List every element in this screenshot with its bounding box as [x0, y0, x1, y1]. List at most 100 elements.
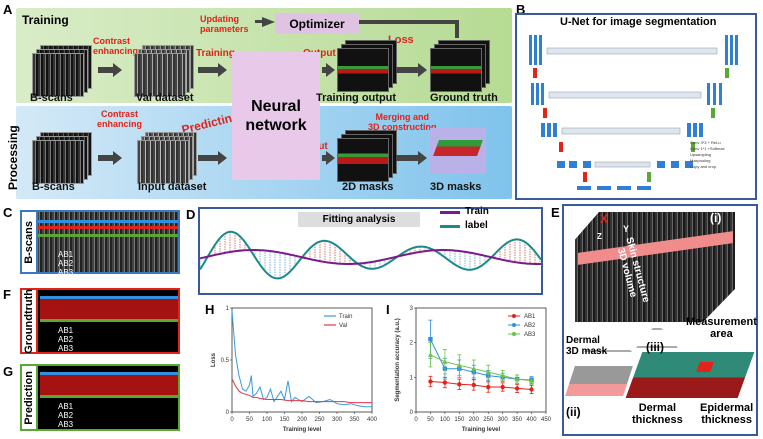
neural-network-box: Neural network [232, 52, 320, 180]
x-tick-label: 300 [332, 417, 343, 423]
fitting-curves [200, 230, 541, 280]
ground-truth-caption: Ground truth [430, 92, 498, 104]
epidermal-thickness-label: Epidermal thickness [700, 402, 754, 426]
legend-label-ab2: AB2 [524, 323, 536, 329]
d-legend-train-swatch [440, 211, 460, 214]
y-tick-label: 1 [410, 375, 414, 381]
contrast-label-1: Contrast enhancing [93, 36, 139, 56]
bscans-caption-1: B-scans [30, 92, 73, 104]
feedback-arrow [359, 20, 459, 24]
x-tick-label: 0 [230, 417, 234, 423]
g-side-label: Prediction [23, 370, 35, 425]
y-tick-label: 0 [226, 410, 230, 416]
panel-label-b: B [516, 2, 526, 17]
x-tick-label: 450 [541, 417, 552, 423]
unet-diagram [529, 35, 738, 190]
axis-z: Z [597, 232, 602, 241]
data-point-ab1 [471, 382, 476, 388]
data-point-ab1 [442, 380, 448, 385]
f-legend-ab1: AB1 [58, 326, 74, 335]
axis-x: X [600, 212, 609, 226]
masks-2d-caption: 2D masks [342, 181, 394, 193]
series-line-ab1 [430, 381, 532, 390]
x-tick-label: 400 [367, 417, 378, 423]
d-legend-label-swatch [440, 225, 460, 228]
y-axis-label: Segmentation accuracy (a.u.) [395, 318, 401, 401]
val-caption: Val dataset [136, 92, 194, 104]
legend-label-val: Val [339, 323, 347, 329]
panel-label-i: I [386, 302, 390, 317]
x-tick-label: 50 [246, 417, 253, 423]
bscans-caption-2: B-scans [32, 181, 75, 193]
y-tick-label: 0 [410, 410, 414, 416]
data-point-ab3 [471, 366, 477, 371]
label-iii: (iii) [646, 340, 664, 354]
legend-marker [512, 314, 516, 318]
label-i: (i) [710, 211, 722, 225]
label-ii: (ii) [566, 405, 581, 419]
dermal-mask-label: Dermal 3D mask [566, 335, 608, 357]
series-line-ab3 [430, 354, 532, 382]
legend-label-ab1: AB1 [524, 314, 536, 320]
y-tick-label: 1 [226, 306, 230, 312]
g-legend-ab2: AB2 [58, 411, 74, 420]
panel-label-g: G [3, 364, 14, 379]
x-tick-label: 300 [498, 417, 509, 423]
unet-legend: Conv 3*3 + ReLu Conv 1*1 +Softmax Upsamp… [690, 140, 725, 169]
x-axis-label: Training level [283, 427, 322, 433]
c-legend-ab2: AB2 [58, 259, 74, 268]
f-legend-ab3: AB3 [58, 344, 74, 353]
data-point-ab1 [428, 379, 433, 384]
unet-title: U-Net for image segmentation [560, 16, 717, 28]
panel-label-e: E [551, 205, 560, 220]
data-point-ab3 [529, 378, 535, 383]
d-legend-label: label [465, 220, 488, 231]
x-tick-label: 150 [454, 417, 465, 423]
x-axis-label: Training level [462, 427, 501, 433]
x-tick-label: 200 [297, 417, 308, 423]
c-legend-ab3: AB3 [58, 268, 74, 277]
axis-y: Y [623, 224, 630, 234]
y-axis-label: Loss [211, 352, 217, 367]
plot-frame [415, 307, 547, 413]
merging-label: Merging and 3D constructing [368, 112, 437, 132]
data-point-ab3 [442, 359, 448, 364]
d-legend-train: Train [465, 206, 489, 217]
panel-label-h: H [205, 302, 215, 317]
legend-marker [512, 323, 516, 327]
unet-panel [515, 13, 757, 200]
f-side-label: Groundtruth [23, 288, 35, 354]
updating-label: Updating parameters [200, 14, 249, 34]
y-tick-label: 0.5 [221, 358, 230, 364]
y-tick-label: 3 [410, 306, 414, 312]
data-point-ab1 [486, 384, 491, 390]
data-point-ab1 [457, 382, 462, 387]
data-point-ab3 [500, 373, 506, 378]
data-point-ab1 [529, 387, 534, 392]
x-tick-label: 350 [349, 417, 360, 423]
fitting-panel [198, 207, 543, 295]
training-arrow-label: Training [196, 48, 235, 59]
series-line-train [231, 311, 372, 408]
panel-label-c: C [3, 205, 13, 220]
x-tick-label: 100 [440, 417, 451, 423]
x-tick-label: 350 [512, 417, 523, 423]
data-point-ab1 [500, 384, 505, 390]
processing-title: Processing [6, 125, 20, 191]
panel-label-d: D [186, 207, 196, 222]
training-output-caption: Training output [316, 92, 397, 104]
data-point-ab2 [428, 337, 433, 342]
x-tick-label: 150 [279, 417, 290, 423]
x-tick-label: 250 [314, 417, 325, 423]
training-title: Training [22, 13, 69, 27]
data-point-ab3 [485, 369, 491, 375]
legend-marker [512, 332, 516, 336]
data-point-ab3 [456, 362, 462, 368]
dermal-thickness-label: Dermal thickness [632, 402, 683, 426]
panel-label-f: F [3, 287, 11, 302]
x-tick-label: 0 [414, 417, 418, 423]
